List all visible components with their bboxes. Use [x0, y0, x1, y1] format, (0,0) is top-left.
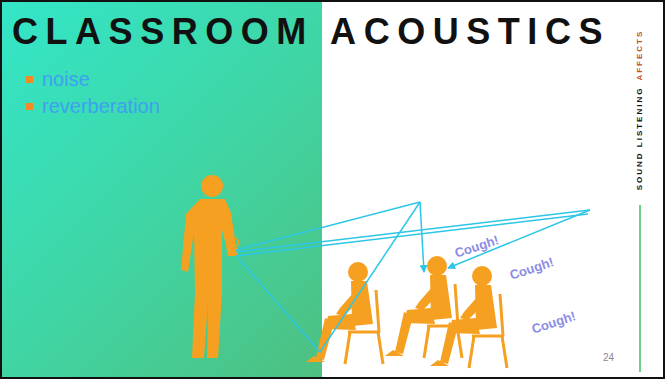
- cough-text: Cough!: [530, 308, 578, 336]
- side-heading: SOUND LISTENING AFFECTS: [636, 30, 644, 191]
- bullet-marker: [26, 103, 33, 110]
- side-heading-text: SOUND LISTENING: [635, 87, 644, 191]
- side-heading-text: AFFECTS: [635, 30, 644, 81]
- bullet-text: reverberation: [42, 96, 160, 116]
- green-panel: [0, 0, 322, 379]
- bullet-text: noise: [42, 69, 90, 89]
- slide-title: CLASSROOM ACOUSTICS: [12, 14, 610, 50]
- bullet-marker: [26, 76, 33, 83]
- page-number: 24: [603, 352, 614, 363]
- cough-text: Cough!: [508, 254, 556, 282]
